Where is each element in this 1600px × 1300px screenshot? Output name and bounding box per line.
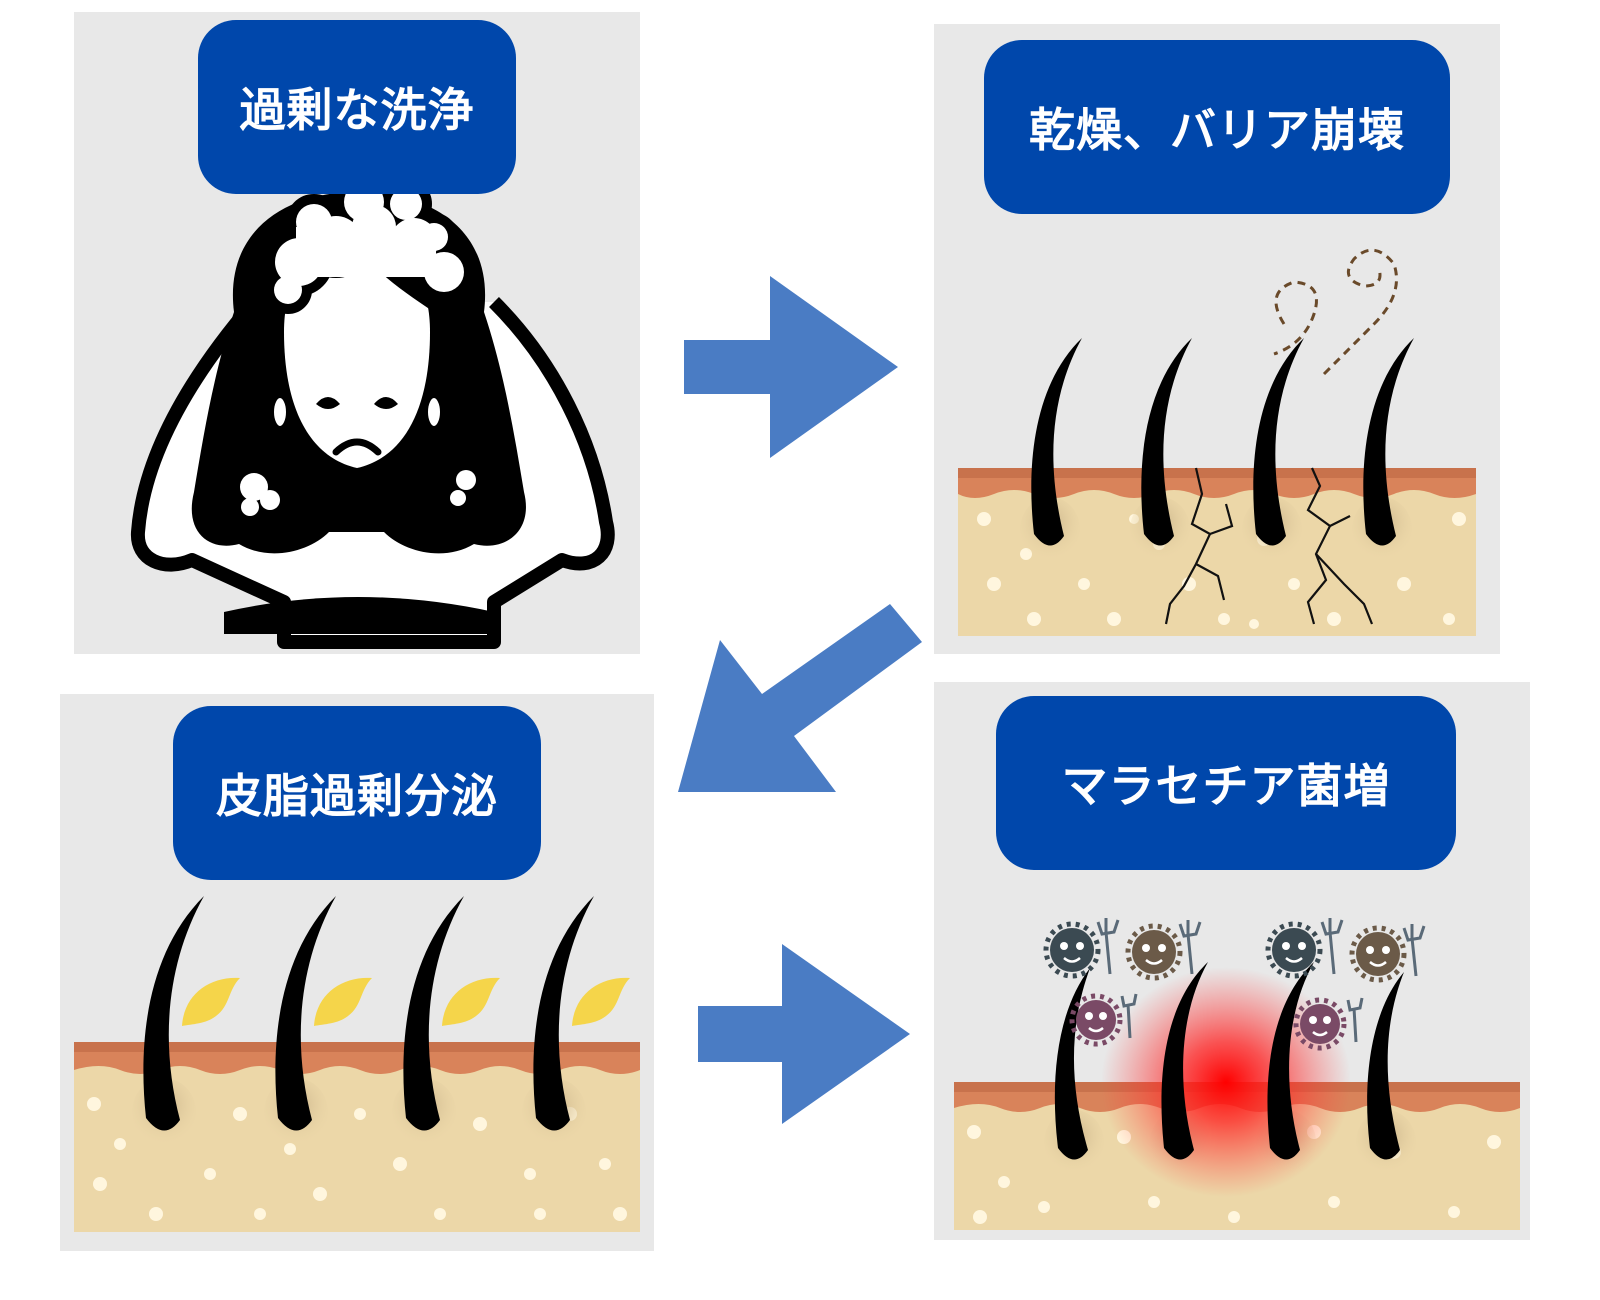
step-panel-malassezia: マラセチア菌増 bbox=[934, 682, 1530, 1240]
arrow-right-bottom bbox=[698, 944, 910, 1124]
step-label-washing: 過剰な洗浄 bbox=[198, 20, 516, 194]
step-label-sebum: 皮脂過剰分泌 bbox=[173, 706, 541, 880]
step-panel-dryness: 乾燥、バリア崩壊 bbox=[934, 24, 1500, 654]
excess-sebum-scalp-icon bbox=[74, 896, 640, 1232]
shampoo-woman-icon bbox=[130, 172, 615, 649]
arrow-down-left bbox=[678, 604, 922, 792]
dry-cracked-scalp-icon bbox=[958, 248, 1476, 636]
step-label-malassezia: マラセチア菌増 bbox=[996, 696, 1456, 870]
step-panel-washing: 過剰な洗浄 bbox=[74, 12, 640, 654]
malassezia-scalp-icon bbox=[954, 918, 1520, 1230]
step-label-dryness: 乾燥、バリア崩壊 bbox=[984, 40, 1450, 214]
step-panel-sebum: 皮脂過剰分泌 bbox=[60, 694, 654, 1251]
arrow-right-top bbox=[684, 276, 898, 458]
